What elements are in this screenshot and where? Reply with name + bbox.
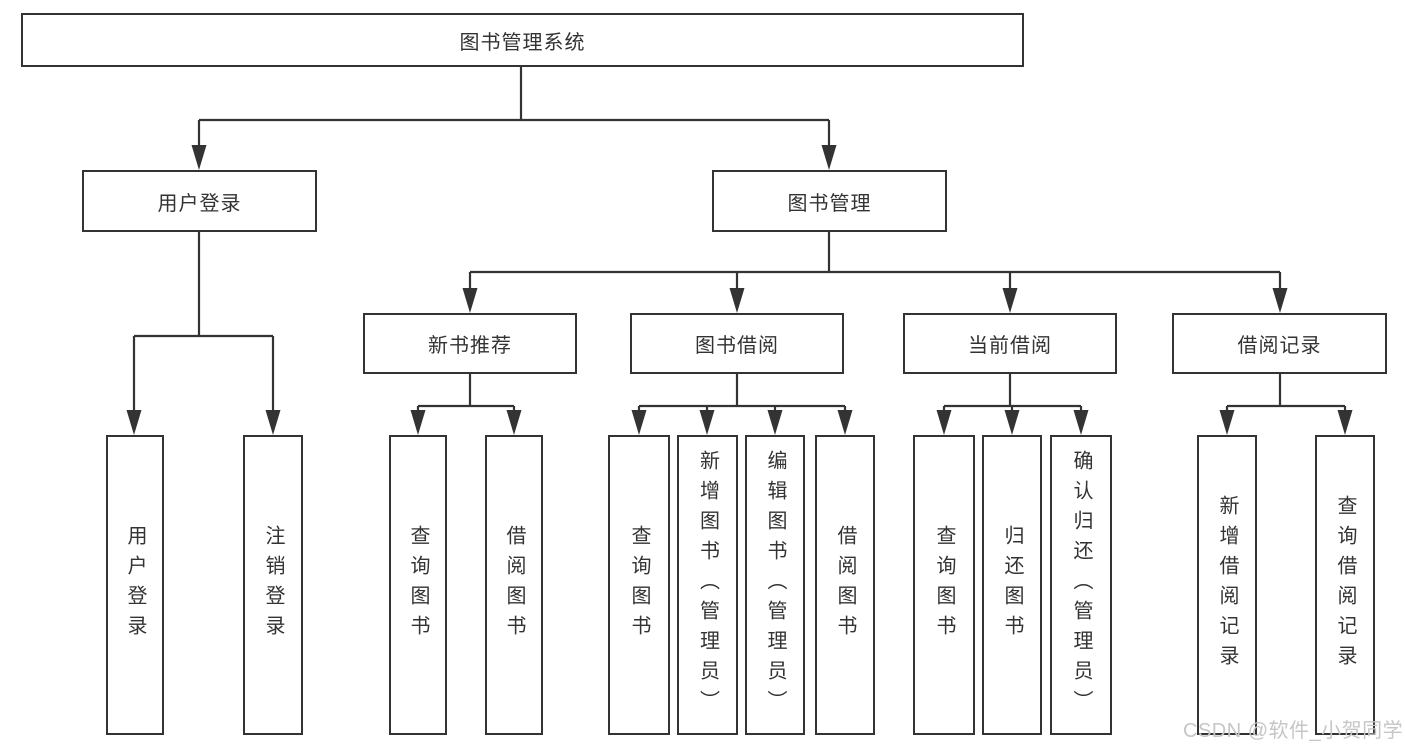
node-library-management-system: 图书管理系统 (21, 13, 1024, 67)
node-add-borrow-record: 新增借阅记录 (1197, 435, 1257, 735)
node-confirm-return-admin: 确认归还（管理员） (1050, 435, 1112, 735)
node-borrow-books-recommend: 借阅图书 (485, 435, 543, 735)
node-book-borrow: 图书借阅 (630, 313, 844, 374)
node-query-books-recommend: 查询图书 (389, 435, 447, 735)
node-query-borrow-record: 查询借阅记录 (1315, 435, 1375, 735)
node-borrow-records: 借阅记录 (1172, 313, 1387, 374)
node-user-login: 用户登录 (82, 170, 317, 232)
connector-current-borrow (936, 374, 1089, 435)
connector-user-login (126, 232, 281, 435)
connector-borrow-records (1219, 374, 1353, 435)
connector-book-management (462, 232, 1288, 313)
node-query-books-borrow: 查询图书 (608, 435, 670, 735)
node-new-book-recommend: 新书推荐 (363, 313, 577, 374)
node-logout: 注销登录 (243, 435, 303, 735)
node-user-login-leaf: 用户登录 (106, 435, 164, 735)
node-query-books-current: 查询图书 (913, 435, 975, 735)
csdn-watermark: CSDN @软件_小贺同学 (1183, 720, 1404, 742)
node-edit-books-admin: 编辑图书（管理员） (745, 435, 805, 735)
node-return-books: 归还图书 (982, 435, 1042, 735)
node-current-borrow: 当前借阅 (903, 313, 1117, 374)
connector-book-borrow (631, 374, 853, 435)
connector-root (191, 66, 837, 170)
connector-new-book-recommend (410, 374, 522, 435)
node-add-books-admin: 新增图书（管理员） (677, 435, 738, 735)
node-borrow-books: 借阅图书 (815, 435, 875, 735)
node-book-management: 图书管理 (712, 170, 947, 232)
